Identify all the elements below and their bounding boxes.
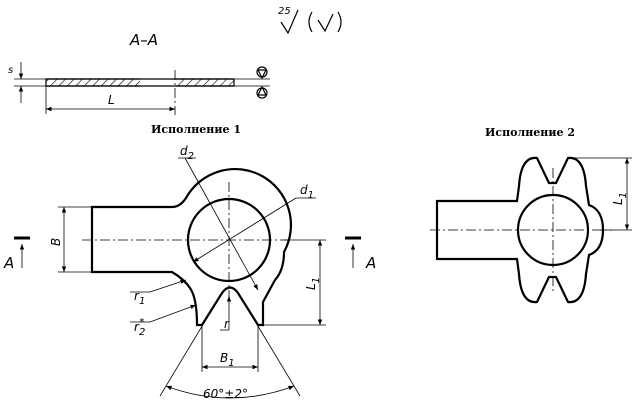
surface-roughness-symbol: 25 [278,6,342,35]
roughness-value: 25 [278,6,291,17]
dim-s-label: s [8,65,13,76]
dim-angle-label: 60°±2° [203,387,248,401]
variant-1-view: Исполнение 1 d2 d1 B L1 r1 r2* [3,123,376,401]
dim-L-label: L [108,93,115,107]
section-title: A–A [129,31,158,49]
dim-d1-label: d1 [300,183,314,201]
dim-B1-label: B1 [220,351,235,369]
cut-marker-left: A [3,254,14,272]
dim-L1-label: L1 [304,277,322,290]
dim-r-label: r [224,317,230,331]
dim-r1-label: r1 [134,289,145,307]
variant-2-view: Исполнение 2 L1 [430,126,632,304]
section-a-a: A–A s L [8,31,270,115]
variant1-title: Исполнение 1 [151,123,241,136]
variant2-title: Исполнение 2 [485,126,575,139]
variant1-contour [90,167,293,327]
dim-d2-label: d2 [180,144,194,162]
variant2-dim-L1-label: L1 [611,192,629,205]
dim-r2-label: r2* [134,317,145,338]
cut-marker-right: A [365,254,376,272]
dim-B-label: B [49,238,63,246]
